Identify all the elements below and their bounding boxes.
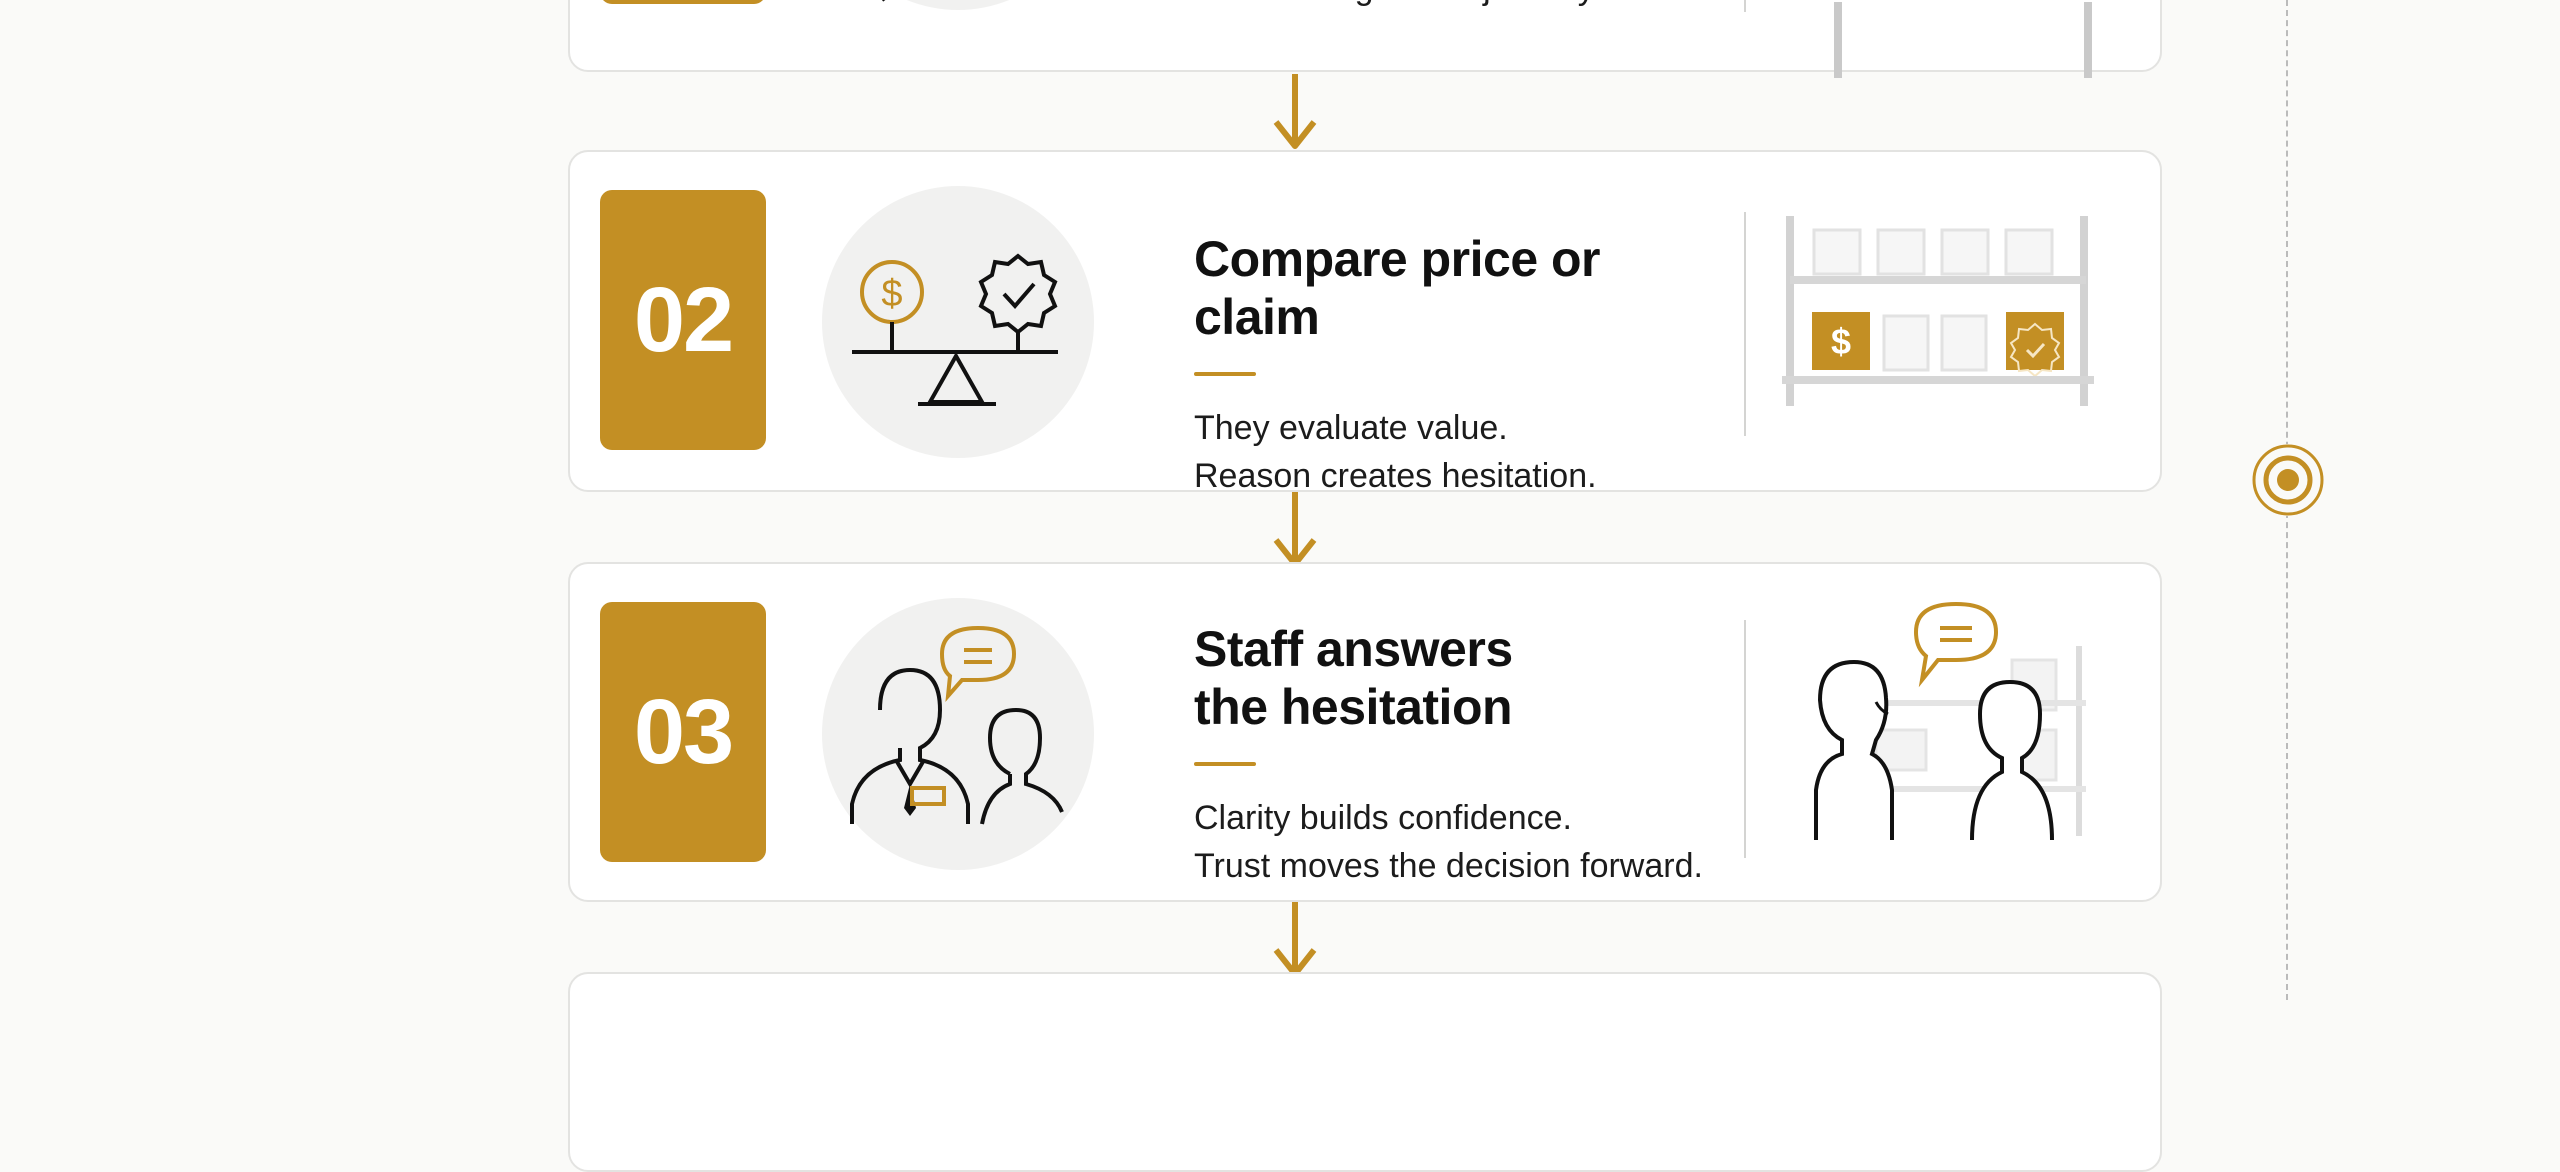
step-body-line-2: Reason creates hesitation. [1194, 457, 1597, 495]
shelf-scene [1776, 0, 2146, 78]
down-arrow-icon [1270, 492, 1320, 567]
conversation-scene [1776, 590, 2146, 850]
person-icon [822, 0, 1094, 10]
step-body-line-1: They evaluate value. [1194, 409, 1508, 447]
target-icon[interactable] [2248, 440, 2328, 520]
title-accent-line [1194, 762, 1256, 766]
down-arrow-icon [1270, 902, 1320, 977]
step-title-line-1: Staff answers [1194, 621, 1513, 677]
badge-check-icon [978, 253, 1058, 350]
step-body-line-2: Trust moves the decision forward. [1194, 847, 1703, 885]
step-title: Compare price or claim [1194, 231, 1601, 345]
down-arrow-icon [1270, 74, 1320, 149]
staff-customer-icon [822, 598, 1094, 870]
step-title-line-2: the hesitation [1194, 679, 1513, 735]
step-body-line-1: Interest begins the journey. [1194, 0, 1734, 12]
speech-bubble-icon [939, 625, 1017, 703]
svg-text:$: $ [881, 273, 902, 315]
card-divider [1744, 620, 1746, 858]
dollar-icon: $ [860, 260, 924, 350]
scale-compare-icon: $ [822, 186, 1094, 458]
step-card-03: 03 Staff answers the hesitation Clarity … [568, 562, 2162, 902]
card-divider [1744, 0, 1746, 12]
svg-text:$: $ [1831, 321, 1851, 362]
step-number-badge: 03 [600, 602, 766, 862]
shelf-price-claim-scene: $ [1776, 216, 2146, 436]
card-divider [1744, 212, 1746, 436]
step-number-badge: 02 [600, 190, 766, 450]
step-card-04 [568, 972, 2162, 1172]
step-number-badge: 01 [600, 0, 766, 4]
title-accent-line [1194, 372, 1256, 376]
step-body-line-1: Clarity builds confidence. [1194, 799, 1572, 837]
step-card-02: 02 $ Compare price or claim They evaluat… [568, 150, 2162, 495]
step-card-01: 01 Interest begins the journey. [568, 0, 2162, 78]
